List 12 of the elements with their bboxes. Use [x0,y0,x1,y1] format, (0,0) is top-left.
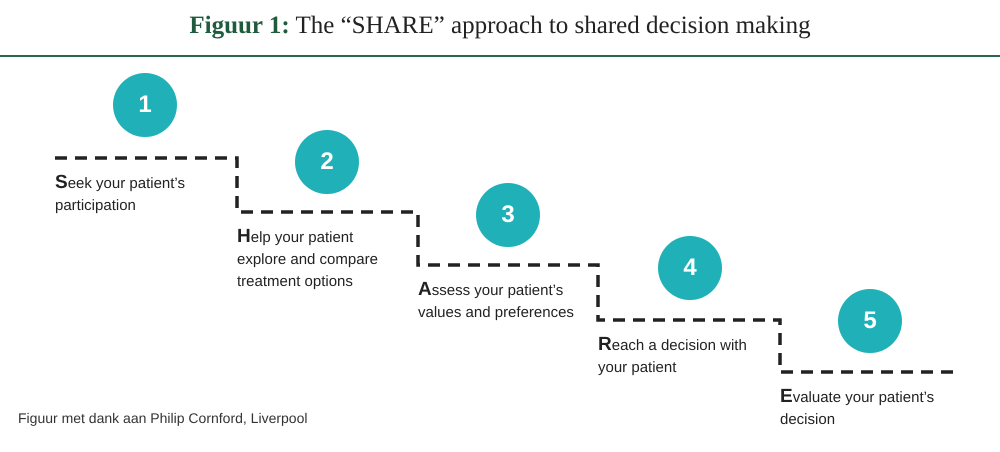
step-description: Seek your patient’s participation [55,172,186,216]
step-number-circle: 1 [113,73,177,137]
figure-credit: Figuur met dank aan Philip Cornford, Liverpool [18,410,308,426]
step-number-circle: 3 [476,183,540,247]
step-number-circle: 5 [838,289,902,353]
step-description: Evaluate your patient’s decision [780,386,936,430]
step-description: Help your patient explore and compare treatment options [237,226,379,292]
step-description: Assess your patient’s values and preferences [418,279,575,323]
step-number-circle: 4 [658,236,722,300]
step-number-circle: 2 [295,130,359,194]
figure-title: Figuur 1: The “SHARE” approach to shared decision making [188,12,812,40]
step-description: Reach a decision with your patient [598,334,748,378]
